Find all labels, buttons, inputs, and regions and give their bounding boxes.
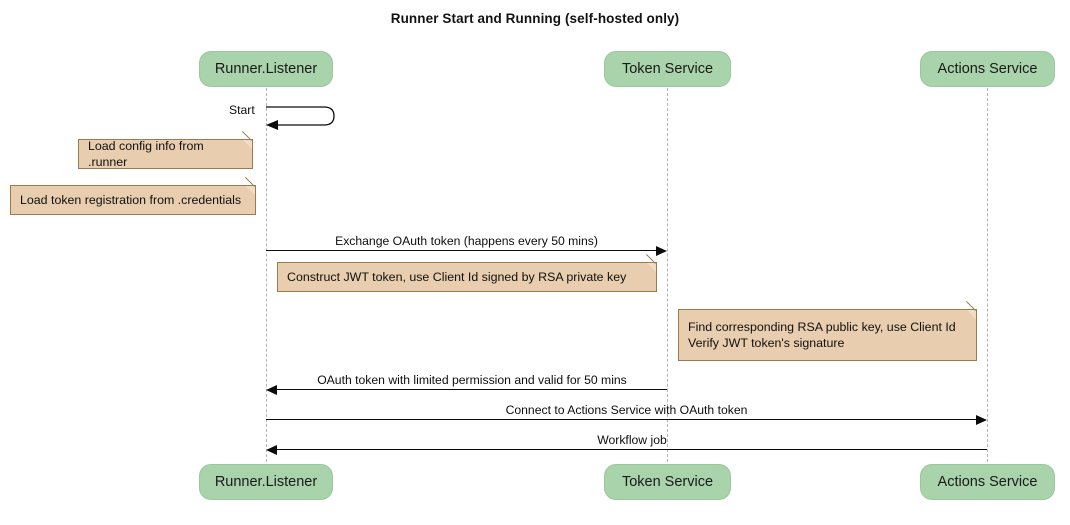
arrowhead-left-icon bbox=[266, 384, 277, 395]
participant-label: Runner.Listener bbox=[214, 474, 318, 490]
participant-label: Runner.Listener bbox=[214, 61, 318, 77]
participant-actions-service-top[interactable]: Actions Service bbox=[920, 51, 1055, 87]
message-label-connect-actions-service: Connect to Actions Service with OAuth to… bbox=[505, 403, 748, 417]
message-label-oauth-token-response: OAuth token with limited permission and … bbox=[317, 373, 627, 387]
participant-label: Actions Service bbox=[937, 474, 1038, 490]
note-text: Load token registration from .credential… bbox=[20, 192, 242, 207]
note-load-config: Load config info from .runner bbox=[78, 131, 253, 170]
message-line-oauth-token-response bbox=[277, 389, 667, 390]
note-fold-icon bbox=[246, 186, 255, 195]
note-construct-jwt: Construct JWT token, use Client Id signe… bbox=[277, 254, 657, 292]
message-label-exchange-oauth-token: Exchange OAuth token (happens every 50 m… bbox=[335, 234, 598, 248]
diagram-title: Runner Start and Running (self-hosted on… bbox=[390, 11, 680, 26]
note-load-token-registration: Load token registration from .credential… bbox=[10, 177, 256, 215]
participant-token-service-top[interactable]: Token Service bbox=[604, 51, 731, 87]
participant-runner-listener-top[interactable]: Runner.Listener bbox=[199, 51, 333, 87]
lifeline-actions bbox=[987, 88, 988, 462]
note-fold-icon bbox=[243, 140, 252, 149]
note-fold-icon bbox=[647, 263, 656, 272]
message-line-workflow-job bbox=[277, 449, 987, 450]
arrowhead-right-icon bbox=[976, 414, 987, 425]
participant-label: Actions Service bbox=[937, 61, 1038, 77]
message-label-workflow-job: Workflow job bbox=[597, 433, 667, 447]
lifeline-runner bbox=[266, 88, 267, 462]
message-line-connect-actions-service bbox=[266, 419, 977, 420]
arrowhead-right-icon bbox=[656, 245, 667, 256]
participant-actions-service-bottom[interactable]: Actions Service bbox=[920, 464, 1055, 500]
participant-token-service-bottom[interactable]: Token Service bbox=[604, 464, 731, 500]
note-fold-icon bbox=[967, 310, 976, 319]
participant-runner-listener-bottom[interactable]: Runner.Listener bbox=[199, 464, 333, 500]
participant-label: Token Service bbox=[621, 474, 714, 490]
note-text: Find corresponding RSA public key, use C… bbox=[688, 319, 956, 351]
arrowhead-left-icon bbox=[266, 444, 277, 455]
message-line-exchange-oauth-token bbox=[266, 250, 657, 251]
message-label-start: Start bbox=[229, 103, 255, 117]
note-text: Construct JWT token, use Client Id signe… bbox=[287, 269, 627, 284]
lifeline-token bbox=[667, 88, 668, 462]
note-verify-jwt: Find corresponding RSA public key, use C… bbox=[678, 301, 977, 361]
message-arrow-start bbox=[266, 106, 335, 130]
note-text: Load config info from .runner bbox=[88, 138, 204, 170]
participant-label: Token Service bbox=[621, 61, 714, 77]
